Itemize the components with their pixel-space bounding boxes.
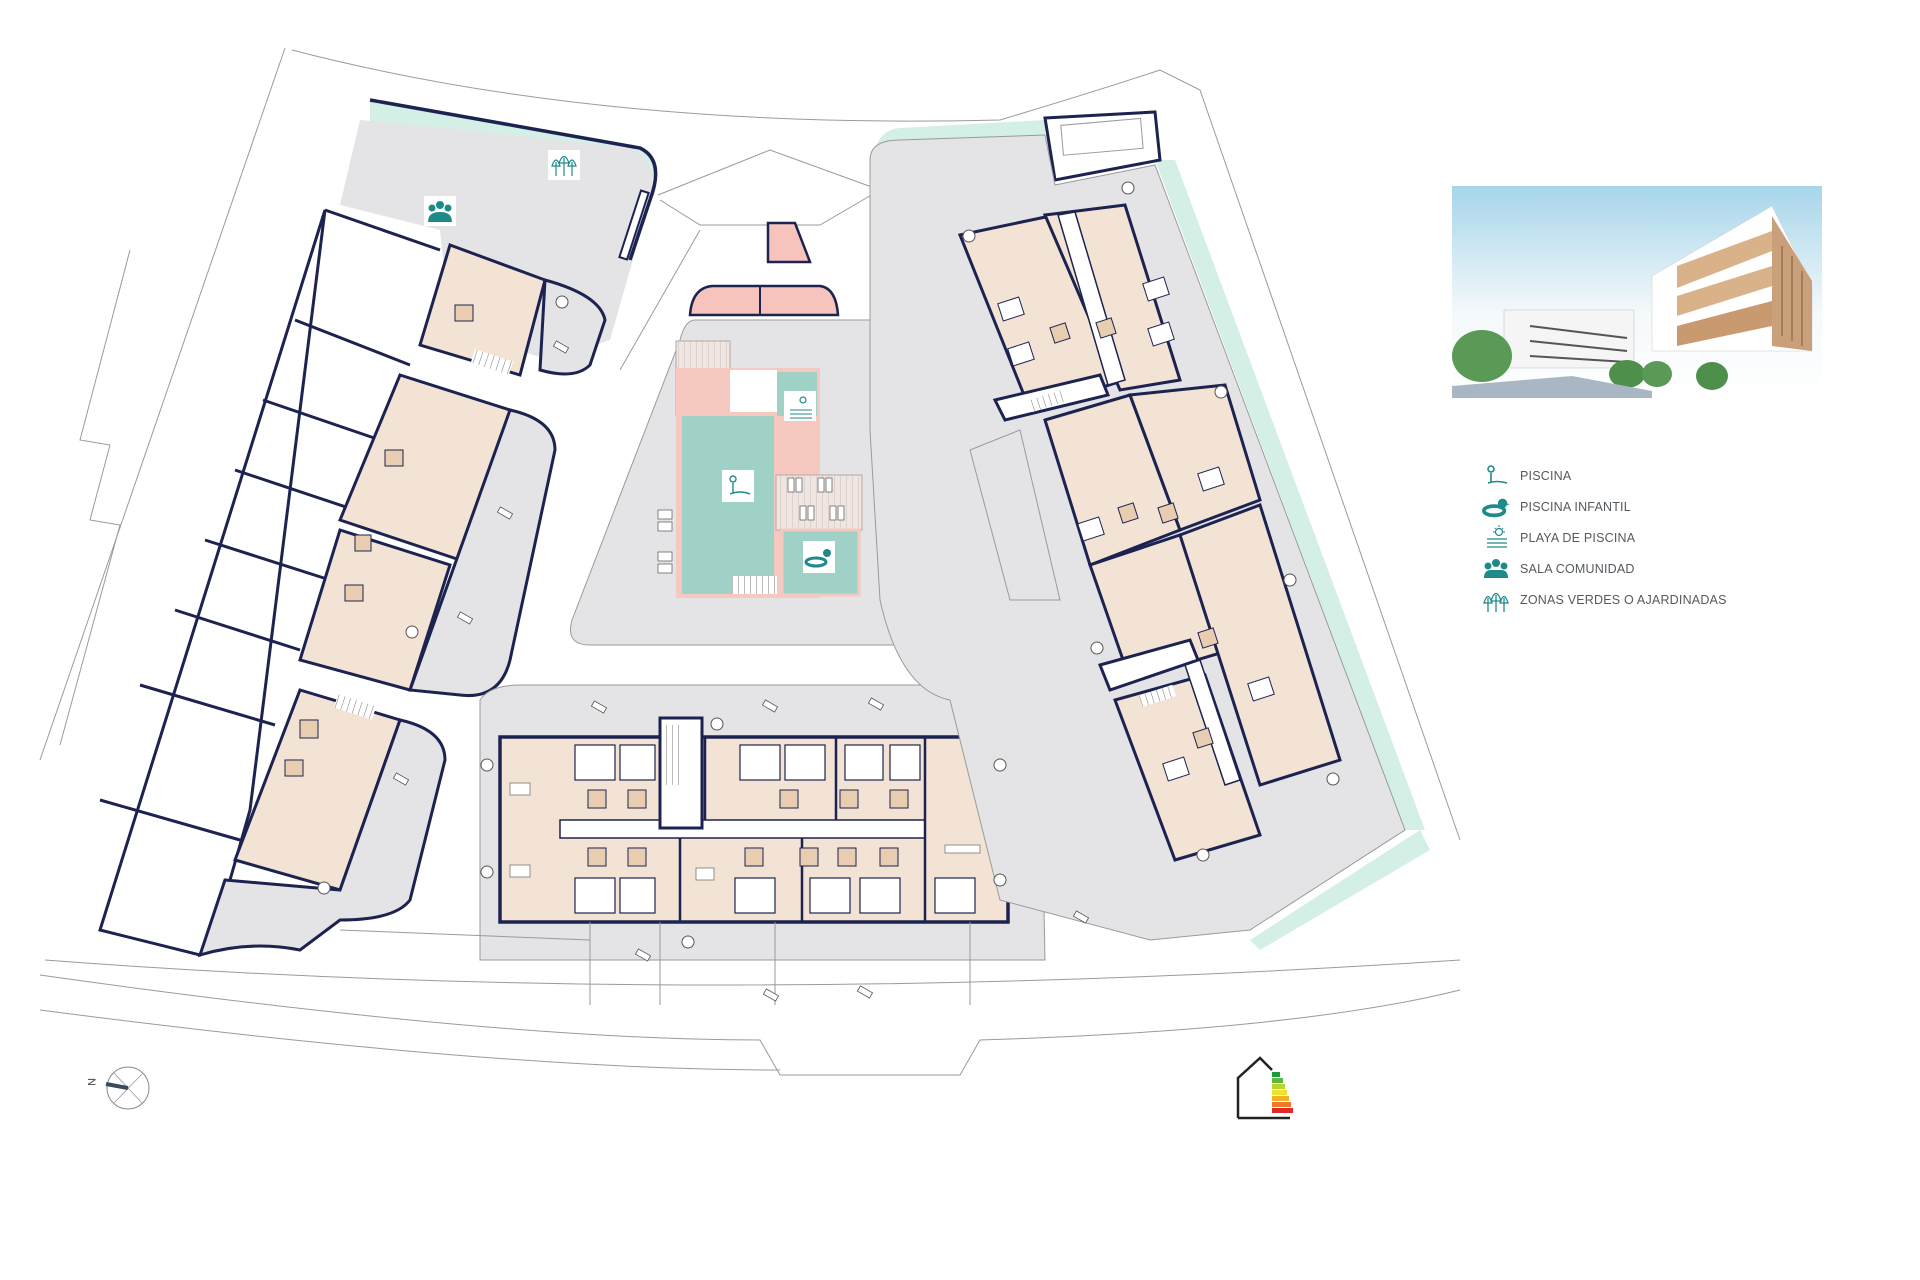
zonas-verdes-marker <box>548 150 580 180</box>
compass-north-label: N <box>85 1078 97 1086</box>
duck-float-icon <box>1482 494 1510 520</box>
north-compass: N <box>84 1064 156 1121</box>
playa-piscina-marker <box>784 391 816 421</box>
legend-item-sala-comunidad: SALA COMUNIDAD <box>1482 553 1782 584</box>
building-render-image <box>1452 186 1822 398</box>
sala-comunidad-marker <box>424 196 456 226</box>
trees-icon <box>1482 587 1510 613</box>
legend-label: PISCINA INFANTIL <box>1520 499 1631 514</box>
east-block <box>869 110 1430 950</box>
loungers <box>392 340 1090 1002</box>
legend-item-zonas-verdes: ZONAS VERDES O AJARDINADAS <box>1482 584 1782 615</box>
legend-label: SALA COMUNIDAD <box>1520 561 1635 576</box>
piscina-marker <box>722 470 754 502</box>
legend-item-piscina: PISCINA <box>1482 460 1782 491</box>
south-block <box>339 684 1046 1005</box>
legend-item-piscina-infantil: PISCINA INFANTIL <box>1482 491 1782 522</box>
outdoor-furniture <box>317 181 1340 949</box>
legend-label: PLAYA DE PISCINA <box>1520 530 1636 545</box>
community-room-icon <box>1482 556 1510 582</box>
site-boundary <box>39 47 1461 1076</box>
legend-item-playa-de-piscina: PLAYA DE PISCINA <box>1482 522 1782 553</box>
swimmer-icon <box>1482 463 1510 489</box>
west-block <box>98 98 658 958</box>
energy-rating-house-icon <box>1236 1056 1306 1125</box>
sun-waves-icon <box>1482 524 1510 551</box>
legend: PISCINA PISCINA INFANTIL PLAYA DE PISCIN… <box>1482 460 1782 615</box>
legend-label: PISCINA <box>1520 468 1572 483</box>
legend-label: ZONAS VERDES O AJARDINADAS <box>1520 592 1727 607</box>
piscina-infantil-marker <box>803 541 835 573</box>
